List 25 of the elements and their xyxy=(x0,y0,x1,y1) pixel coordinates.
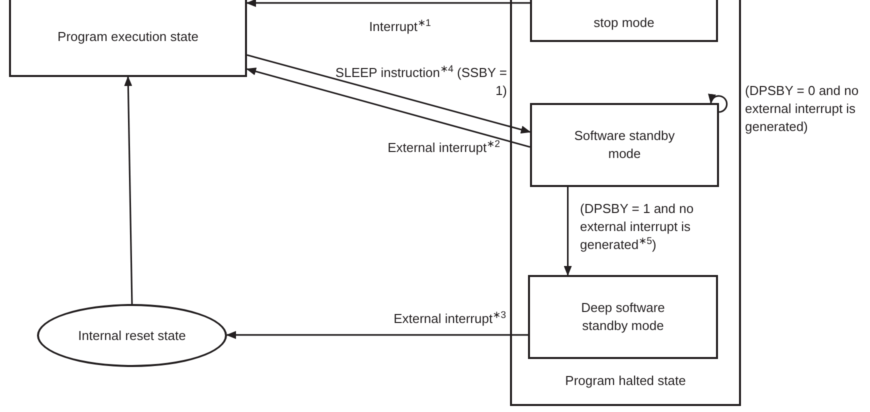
state-box xyxy=(9,0,247,77)
arrow xyxy=(246,68,530,148)
edge-label: (DPSBY = 0 and no external interrupt is generated) xyxy=(745,83,859,134)
edge-label: (DPSBY = 1 and no external interrupt is generated$^{∗5}$) xyxy=(580,201,694,252)
arrow xyxy=(226,330,528,339)
arrow xyxy=(246,0,530,7)
state-label: Deep software standby mode xyxy=(580,299,666,335)
state-ellipse xyxy=(37,304,227,367)
arrow xyxy=(564,187,572,276)
state-label: stop mode xyxy=(594,14,654,32)
arrow xyxy=(708,93,728,113)
edge-label: External interrupt$^{∗2}$ xyxy=(388,140,500,155)
state-label: Software standby mode xyxy=(573,127,676,163)
edge-label: SLEEP instruction$^{∗4}$ (SSBY = 1) xyxy=(335,65,507,98)
arrow xyxy=(124,76,133,304)
edge-label: Interrupt$^{∗1}$ xyxy=(369,19,431,34)
arrow xyxy=(246,54,531,134)
state-label: Program execution state xyxy=(58,28,198,46)
state-box xyxy=(528,275,718,359)
state-box xyxy=(530,0,718,42)
state-box xyxy=(530,103,719,187)
state-box xyxy=(510,0,741,406)
state-label: Internal reset state xyxy=(78,326,186,344)
edge-label: External interrupt$^{∗3}$ xyxy=(394,311,506,326)
state-label: Program halted state xyxy=(565,373,686,388)
